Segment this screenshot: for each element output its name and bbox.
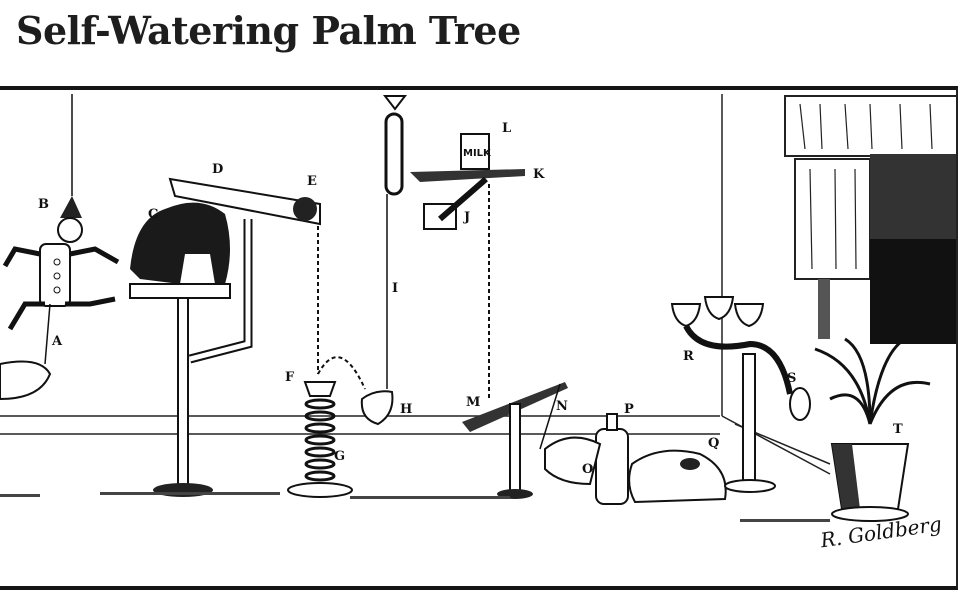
part-label-s: S <box>787 371 797 386</box>
milk-can-label: MILK <box>463 148 492 159</box>
part-label-c: C <box>148 207 159 222</box>
part-label-i: I <box>392 281 399 296</box>
page-title: Self-Watering Palm Tree <box>16 8 521 53</box>
part-label-b: B <box>38 197 49 212</box>
part-label-l: L <box>502 121 512 136</box>
cartoon-panel: M I L K <box>0 86 958 590</box>
part-label-h: H <box>400 402 413 417</box>
part-label-r: R <box>683 349 694 364</box>
part-label-j: J <box>464 210 471 225</box>
part-label-k: K <box>533 167 545 182</box>
part-label-a: A <box>52 334 63 349</box>
part-label-g: G <box>334 449 346 464</box>
part-label-o: O <box>582 462 594 477</box>
part-label-d: D <box>212 162 224 177</box>
part-label-p: P <box>624 402 634 417</box>
part-label-n: N <box>556 399 568 414</box>
part-label-e: E <box>307 174 317 189</box>
part-label-m: M <box>466 395 481 410</box>
part-label-f: F <box>285 370 295 385</box>
part-label-t: T <box>893 422 903 437</box>
cartoon-illustration: M I L K <box>0 94 956 522</box>
part-label-q: Q <box>708 436 720 451</box>
